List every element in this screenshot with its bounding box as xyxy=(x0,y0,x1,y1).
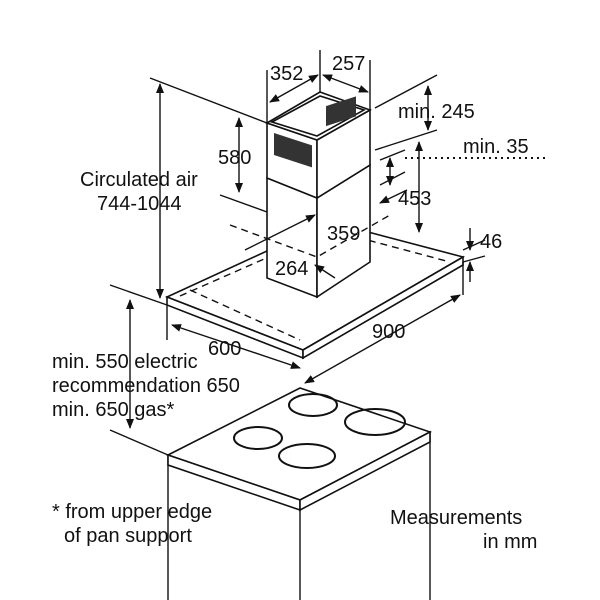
burner-icon xyxy=(288,393,338,417)
dim-chimney-width: 352 xyxy=(270,63,303,85)
hob xyxy=(165,387,433,600)
dim-hood-thickness: 46 xyxy=(480,231,502,253)
burner-icon xyxy=(344,408,406,436)
dim-min-overlap: min. 35 xyxy=(463,136,529,158)
clearance-gas: min. 650 gas* xyxy=(52,399,175,421)
dimension-arrows xyxy=(126,74,474,429)
dim-min-top: min. 245 xyxy=(398,101,475,123)
burner-icon xyxy=(278,443,336,469)
dim-lower-chimney: 453 xyxy=(398,188,431,210)
dim-inner-depth: 264 xyxy=(275,258,308,280)
clearance-electric: min. 550 electric xyxy=(52,351,198,373)
dim-hood-width: 900 xyxy=(372,321,405,343)
dim-inner-width: 359 xyxy=(327,223,360,245)
units-value: in mm xyxy=(483,531,537,553)
extension-lines xyxy=(109,50,545,456)
circulated-air-label: Circulated air xyxy=(80,169,198,191)
dim-hood-depth: 600 xyxy=(208,338,241,360)
dim-chimney-depth: 257 xyxy=(332,53,365,75)
clearance-recommendation: recommendation 650 xyxy=(52,375,240,397)
dim-chimney-height: 580 xyxy=(218,147,251,169)
vent-grille-icon xyxy=(274,96,356,168)
circulated-air-range: 744-1044 xyxy=(97,193,182,215)
chimney xyxy=(229,91,391,299)
footnote-line1: * from upper edge xyxy=(52,501,212,523)
units-label: Measurements xyxy=(390,507,522,529)
footnote-line2: of pan support xyxy=(64,525,192,547)
burner-icon xyxy=(233,426,283,450)
